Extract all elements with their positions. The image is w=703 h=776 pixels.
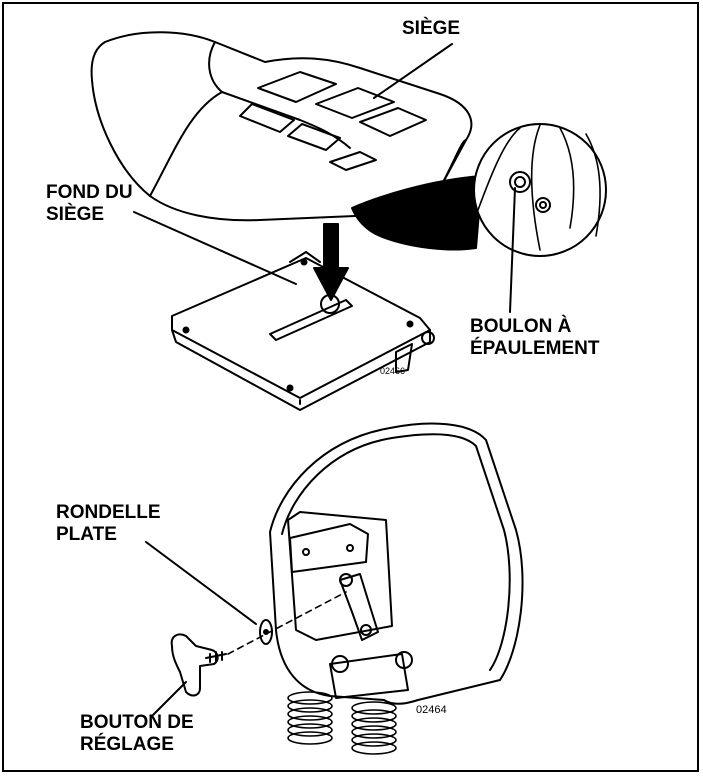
seat-springs [287,691,397,755]
washer-leader-line [145,541,257,625]
detail-zoom-wedge [351,175,483,251]
figure-code-bottom: 02464 [416,704,447,716]
knob-leader-line [151,681,187,717]
label-seat-base: FOND DU SIÈGE [46,182,133,226]
label-flat-washer-line2: PLATE [56,524,117,545]
label-adjust-knob-line2: RÉGLAGE [80,734,174,755]
label-flat-washer-line1: RONDELLE [56,502,161,523]
figure-code-top: 02466 [380,366,406,376]
label-adjust-knob: BOUTON DE RÉGLAGE [80,712,194,756]
label-shoulder-bolt-line2: ÉPAULEMENT [470,338,600,359]
spring-right [351,701,397,755]
seat-base-leader-line [133,211,297,285]
label-seat-base-line1: FOND DU [46,182,133,203]
label-seat: SIÈGE [402,18,461,39]
shoulder-bolt-detail [473,123,607,257]
seat-pan [269,422,524,705]
spring-left [287,691,333,745]
seat-leader-line [373,43,453,99]
seat-base-plate [171,251,435,411]
seat-cushion [90,31,473,222]
label-seat-base-line2: SIÈGE [46,204,105,225]
adjustment-knob [170,633,227,697]
shoulder-bolt-leader-line [509,187,516,313]
label-shoulder-bolt-line1: BOULON À [470,316,572,337]
label-flat-washer: RONDELLE PLATE [56,502,161,546]
label-adjust-knob-line1: BOUTON DE [80,712,194,733]
assembly-axis-line [227,591,347,655]
flat-washer [259,619,273,645]
label-shoulder-bolt: BOULON À ÉPAULEMENT [470,316,599,360]
